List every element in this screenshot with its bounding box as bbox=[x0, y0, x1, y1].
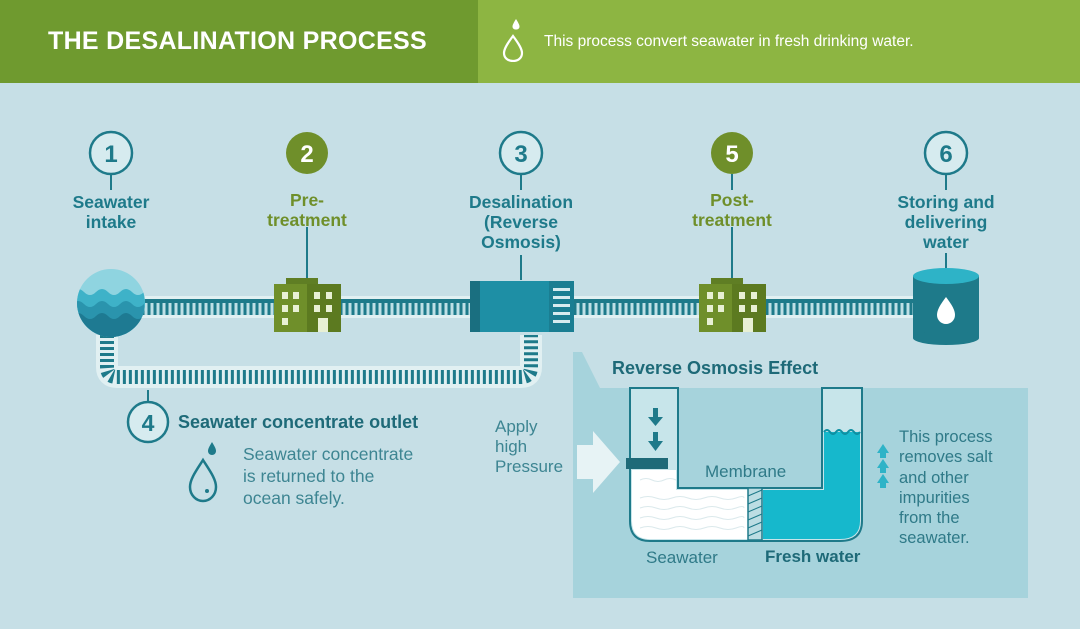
up-arrow-icon bbox=[877, 444, 889, 488]
header-title-block bbox=[0, 0, 478, 83]
stage-3-label: Desalination (Reverse Osmosis) bbox=[468, 192, 574, 252]
process-explanation: This process removes salt and other impu… bbox=[899, 428, 993, 548]
stage-4-number: 4 bbox=[126, 400, 170, 444]
header-bar: THE DESALINATION PROCESS This process co… bbox=[0, 0, 1080, 83]
svg-text:4: 4 bbox=[142, 410, 155, 436]
outlet-title: Seawater concentrate outlet bbox=[178, 412, 419, 432]
down-arrow-icon bbox=[648, 408, 663, 451]
water-drop-icon bbox=[188, 442, 218, 503]
stage-5-number: 5 bbox=[711, 132, 753, 174]
pretreatment-building-icon bbox=[274, 278, 341, 332]
membrane bbox=[747, 487, 763, 541]
svg-text:1: 1 bbox=[104, 141, 117, 168]
freshwater-label: Fresh water bbox=[765, 547, 861, 566]
posttreatment-building-icon bbox=[699, 278, 766, 332]
reverse-osmosis-effect-panel bbox=[573, 352, 1028, 598]
stage-5-label: Post- treatment bbox=[692, 190, 772, 230]
page-title: THE DESALINATION PROCESS bbox=[48, 27, 427, 55]
stage-6-label: Storing and delivering water bbox=[897, 192, 995, 252]
pressure-arrow-icon bbox=[577, 431, 620, 493]
ocean-wave-icon bbox=[77, 269, 145, 337]
header-subtitle: This process convert seawater in fresh d… bbox=[544, 33, 914, 50]
outlet-description: Seawater concentrate is returned to the … bbox=[243, 444, 414, 508]
seawater-label: Seawater bbox=[646, 548, 718, 567]
membrane-label: Membrane bbox=[705, 462, 787, 481]
water-drop-icon bbox=[502, 19, 524, 62]
stage-3-number: 3 bbox=[498, 130, 544, 176]
svg-text:5: 5 bbox=[725, 141, 738, 168]
svg-text:6: 6 bbox=[939, 141, 952, 168]
reverse-osmosis-unit-icon bbox=[470, 281, 574, 332]
svg-text:2: 2 bbox=[300, 141, 313, 168]
piston bbox=[626, 458, 668, 469]
stage-2-label: Pre- treatment bbox=[267, 190, 347, 230]
stage-1-label: Seawater intake bbox=[72, 192, 150, 232]
stage-6-number: 6 bbox=[923, 130, 969, 176]
storage-tank-icon bbox=[913, 268, 979, 345]
stage-2-number: 2 bbox=[286, 132, 328, 174]
stage-1-number: 1 bbox=[88, 130, 134, 176]
pressure-label: Apply high Pressure bbox=[495, 417, 564, 476]
svg-text:3: 3 bbox=[514, 141, 527, 168]
reverse-osmosis-title: Reverse Osmosis Effect bbox=[612, 358, 819, 378]
